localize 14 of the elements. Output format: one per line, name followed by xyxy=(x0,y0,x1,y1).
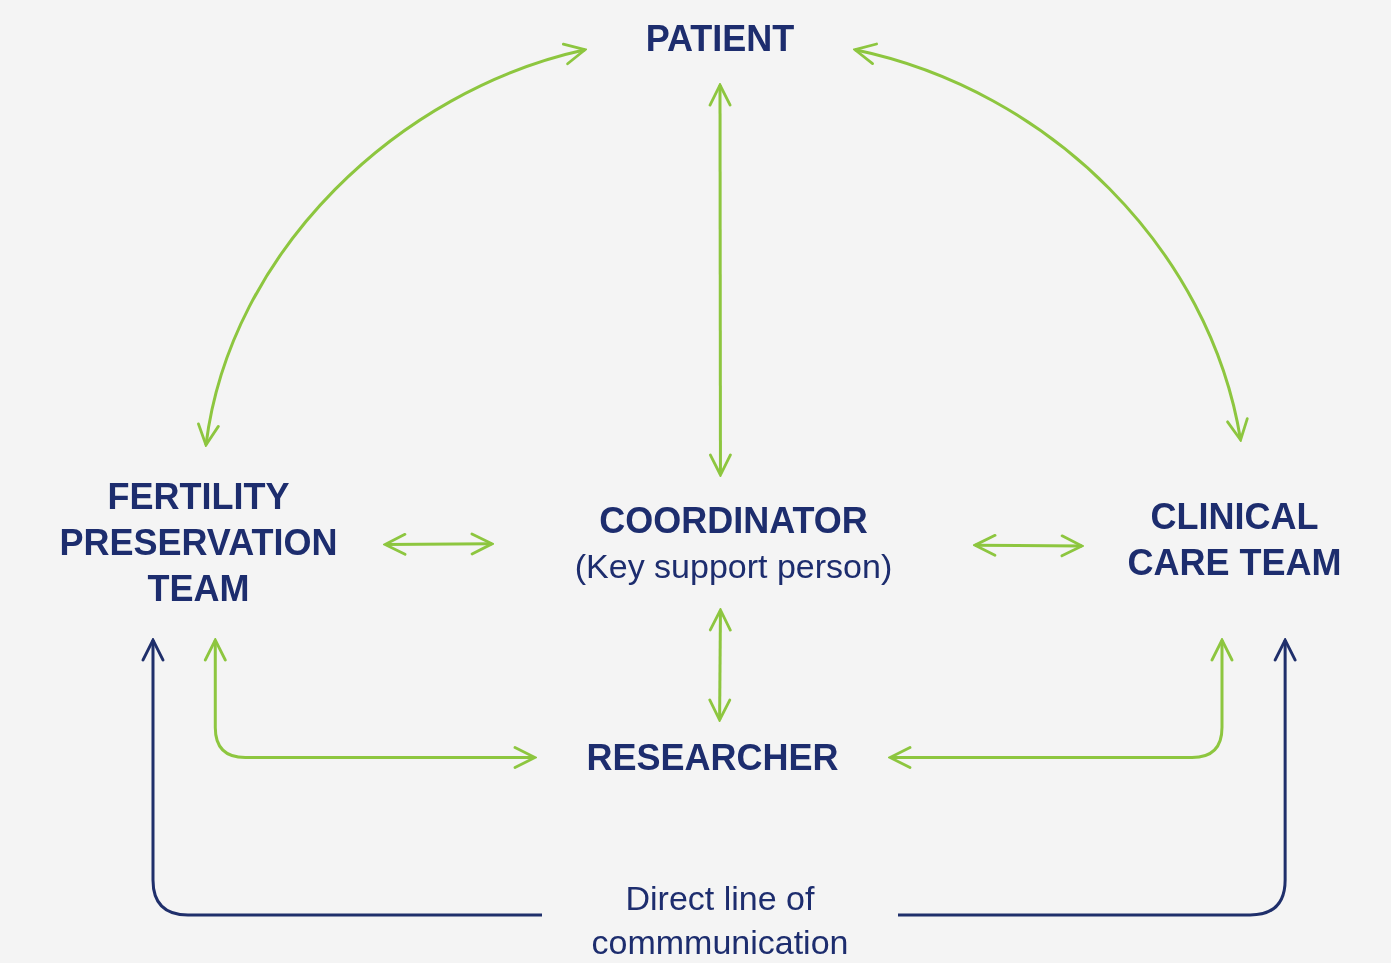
team-label: FERTILITY PRESERVATION TEAM xyxy=(58,474,339,611)
arrow xyxy=(203,638,537,769)
arrow xyxy=(708,608,732,722)
arrow xyxy=(853,43,1248,442)
subtitle-text: (Key support person) xyxy=(574,545,893,587)
researcher-label: RESEARCHER xyxy=(586,735,839,780)
arrow xyxy=(973,533,1084,558)
arrow xyxy=(198,43,587,447)
arrow xyxy=(383,532,494,556)
patient-label: PATIENT xyxy=(645,17,795,61)
arrow xyxy=(888,638,1234,769)
team-label: CLINICAL CARE TEAM xyxy=(1126,495,1343,585)
arrow xyxy=(708,83,732,477)
coordinator-label: COORDINATOR xyxy=(599,498,868,543)
